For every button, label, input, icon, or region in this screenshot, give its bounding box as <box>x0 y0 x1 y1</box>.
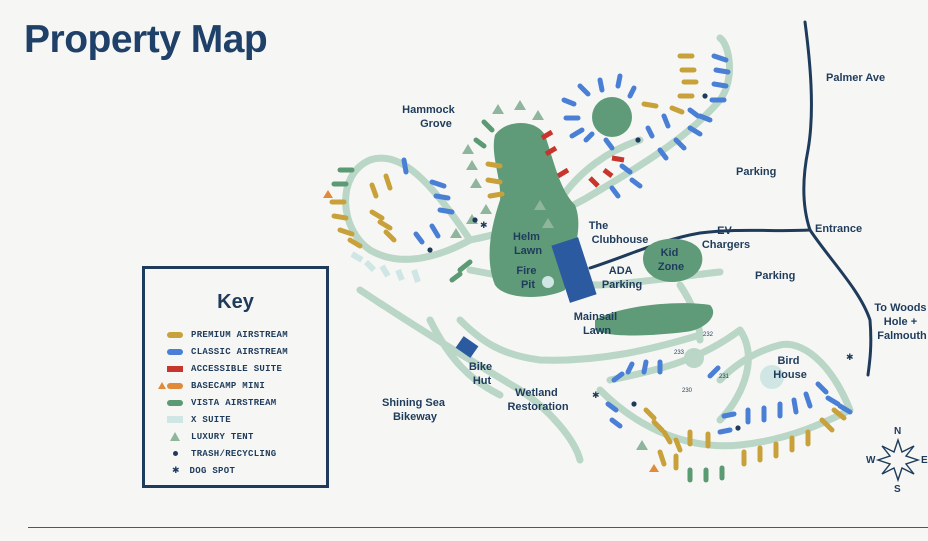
x-suite-swatch <box>167 416 183 423</box>
site-number: 232 <box>703 332 714 338</box>
dog-spots: ✱ ✱ ✱ <box>480 221 854 401</box>
accessible-sites <box>540 129 625 188</box>
x-suite-sites <box>350 251 421 283</box>
clubhouse-building <box>551 237 597 303</box>
premium-sites-left <box>329 53 847 471</box>
campsites <box>329 53 853 483</box>
key-item-premium-airstream: PREMIUM AIRSTREAM <box>145 326 326 343</box>
mainsail-lawn <box>595 303 714 336</box>
label-clubhouse: The Clubhouse <box>589 220 649 246</box>
label-bike-hut: Bike Hut <box>469 361 495 387</box>
svg-text:✱: ✱ <box>480 221 488 231</box>
paw-icon: ✱ <box>172 465 180 476</box>
compass-n: N <box>894 426 901 437</box>
label-entrance: Entrance <box>815 223 862 235</box>
svg-text:✱: ✱ <box>846 353 854 363</box>
compass: N S W E <box>866 426 928 495</box>
label-parking-top: Parking <box>736 166 776 178</box>
label-kid-zone: Kid Zone <box>658 247 684 273</box>
hammock-circle <box>592 97 632 137</box>
key-item-classic-airstream: CLASSIC AIRSTREAM <box>145 343 326 360</box>
key-item-basecamp-mini: BASECAMP MINI <box>145 377 326 394</box>
site-number: 230 <box>682 388 693 394</box>
label-ada-parking: ADA Parking <box>602 265 642 291</box>
label-hammock-grove: Hammock Grove <box>402 104 458 130</box>
label-to-woods-hole: To Woods Hole + Falmouth <box>874 302 928 342</box>
roads <box>588 20 873 377</box>
label-helm-lawn: Helm Lawn <box>513 231 543 257</box>
walkway-left-loop <box>342 154 474 263</box>
compass-star-icon <box>875 437 921 483</box>
label-ev-chargers: EV Chargers <box>702 225 750 251</box>
key-item-luxury-tent: LUXURY TENT <box>145 428 326 445</box>
classic-sites <box>401 53 853 435</box>
svg-text:✱: ✱ <box>592 391 600 401</box>
walkway-lower-inner <box>606 326 752 424</box>
basecamp-minis <box>323 190 659 472</box>
compass-e: E <box>921 455 928 466</box>
entrance-road <box>588 228 812 270</box>
compass-s: S <box>894 484 901 495</box>
key-item-vista-airstream: VISTA AIRSTREAM <box>145 394 326 411</box>
site-number: 233 <box>674 350 685 356</box>
bottom-divider <box>28 527 928 528</box>
map-key: Key PREMIUM AIRSTREAM CLASSIC AIRSTREAM … <box>142 266 329 488</box>
classic-airstream-swatch <box>167 348 183 355</box>
key-item-trash-recycling: TRASH/RECYCLING <box>145 445 326 462</box>
bird-house-circle <box>760 365 784 389</box>
label-shining-sea-bikeway: Shining Sea Bikeway <box>382 397 448 423</box>
walkway-west <box>356 286 584 464</box>
page-title: Property Map <box>24 18 268 61</box>
walkway-bikeway <box>426 316 504 399</box>
luxury-tents <box>450 100 648 450</box>
key-item-dog-spot: ✱ DOG SPOT <box>172 465 236 476</box>
accessible-suite-swatch <box>167 365 183 372</box>
label-mainsail-lawn: Mainsail Lawn <box>574 311 620 337</box>
palmer-ave-road <box>802 20 873 377</box>
label-bird-house: Bird House <box>773 355 807 381</box>
key-item-accessible-suite: ACCESSIBLE SUITE <box>145 360 326 377</box>
trash-dot-icon <box>173 451 178 456</box>
key-item-x-suite: X SUITE <box>145 411 326 428</box>
premium-airstream-swatch <box>167 331 183 338</box>
site-number: 231 <box>719 374 730 380</box>
bike-hut-building <box>455 336 479 358</box>
compass-w: W <box>866 455 876 466</box>
basecamp-mini-triangle-icon <box>158 382 166 389</box>
walkway-bike <box>456 316 704 364</box>
vista-sites-left <box>331 119 725 483</box>
luxury-tent-icon <box>170 432 180 441</box>
lower-circle <box>684 348 704 368</box>
key-title: Key <box>217 291 254 313</box>
trash-recycling <box>427 93 741 431</box>
walkway-lower-loop <box>596 340 854 450</box>
vista-airstream-swatch <box>167 399 183 406</box>
label-wetland-restoration: Wetland Restoration <box>507 387 568 413</box>
label-parking-mid: Parking <box>755 270 795 282</box>
fire-pit <box>540 274 556 290</box>
label-fire-pit: Fire Pit <box>516 265 539 291</box>
basecamp-mini-swatch <box>167 382 183 389</box>
label-palmer-ave: Palmer Ave <box>826 72 885 84</box>
walkway-upper-arc <box>556 136 644 204</box>
kid-zone-lawn <box>643 238 703 282</box>
